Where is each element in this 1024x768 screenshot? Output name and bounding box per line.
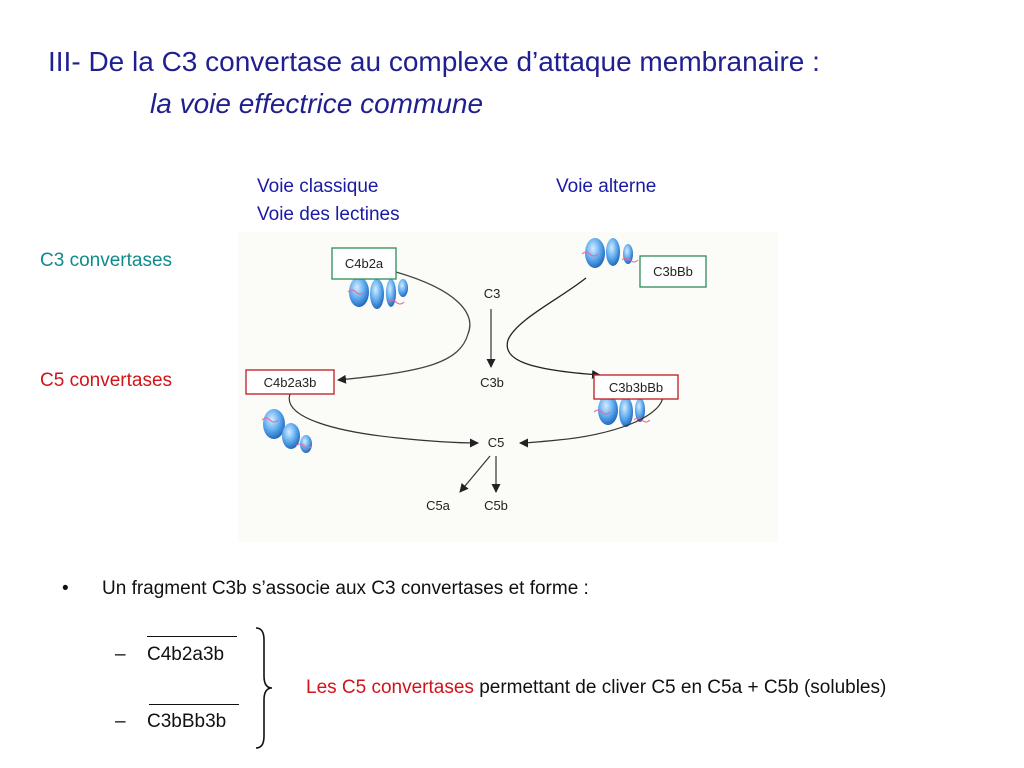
protein-cluster-c3b3bbb [593,395,651,427]
node-c5: C5 [488,435,505,450]
pathway-lectines: Voie des lectines [257,204,400,225]
conclusion-rest: permettant de cliver C5 en C5a + C5b (so… [473,677,887,698]
arrow-c4b2a3b-to-c5 [288,393,479,448]
protein-cluster-c3bbb [581,238,639,268]
node-c3: C3 [484,286,501,301]
label-c3bbb: C3bBb [653,264,693,279]
node-c5b: C5b [484,498,508,513]
sub-item-2: –C3bBb3b [115,711,226,733]
sub-item-1-text: C4b2a3b [147,644,225,665]
box-c4b2a3b [245,369,335,395]
dash-icon: – [115,644,126,665]
arrow-c3-to-c4b2a3b [337,271,471,384]
label-c4b2a3b: C4b2a3b [264,375,317,390]
bullet-intro-text: Un fragment C3b s’associe aux C3 convert… [102,578,589,599]
right-brace-icon [255,627,273,749]
bullet-intro: • Un fragment C3b s’associe aux C3 conver… [62,578,589,600]
arrow-c3-to-c3b3bbb [506,277,601,379]
overbar-1 [147,636,237,637]
box-c3bbb [639,255,707,288]
overbar-2 [149,704,239,705]
c5-convertases-label: C5 convertases [40,370,173,391]
conclusion-text: Les C5 convertases permettant de cliver … [306,677,886,699]
conclusion-highlight: Les C5 convertases [306,677,474,698]
box-c4b2a [331,247,397,280]
complement-cascade-diagram: C4b2a C3bBb C4b2a3b C3b3bBb C3 C3b C5 C5… [238,232,778,542]
slide-title: III- De la C3 convertase au complexe d’a… [48,46,820,77]
sub-item-1: –C4b2a3b [115,644,224,666]
bullet-dot-icon: • [62,578,69,599]
protein-cluster-c4b2a3b [261,409,313,453]
slide-subtitle: la voie effectrice commune [150,88,484,119]
dash-icon: – [115,711,126,732]
arrow-c5-to-c5a [459,455,491,493]
c3-convertases-label: C3 convertases [40,250,173,271]
protein-cluster-c4b2a [347,277,408,309]
sub-item-2-text: C3bBb3b [147,711,227,732]
box-c3b3bbb [593,374,679,400]
node-c3b: C3b [480,375,504,390]
pathway-classique: Voie classique [257,176,379,197]
arrow-c3b3bbb-to-c5 [519,390,664,448]
pathway-alterne: Voie alterne [556,176,657,197]
label-c3b3bbb: C3b3bBb [609,380,663,395]
label-c4b2a: C4b2a [345,256,384,271]
node-c5a: C5a [426,498,451,513]
